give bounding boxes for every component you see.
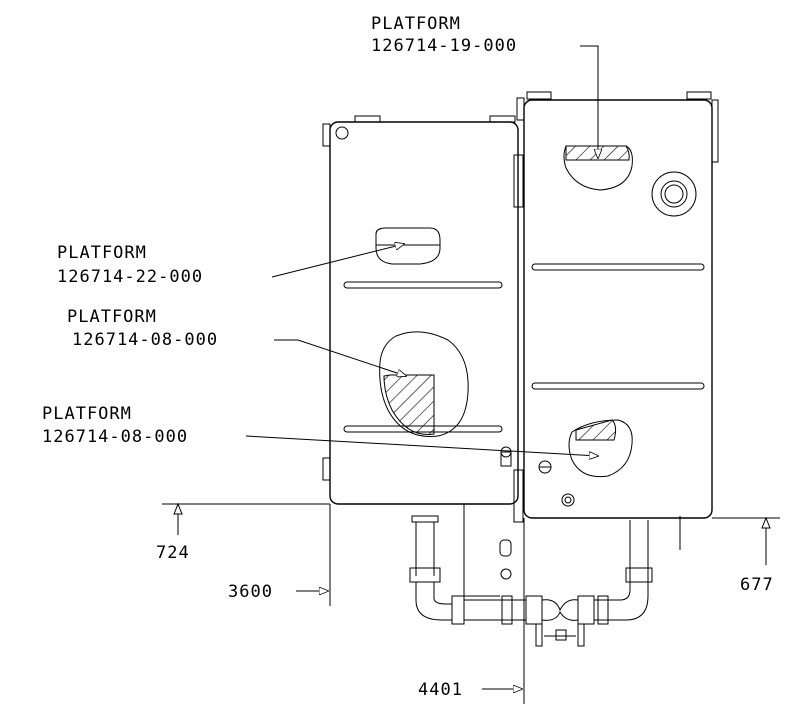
callout-leaders	[245, 45, 598, 456]
callout-platform-08-b: PLATFORM 126714-08-000	[42, 404, 188, 447]
callout-title: PLATFORM	[42, 404, 132, 424]
dimension-left-x: 3600	[228, 582, 273, 602]
dimension-left-elevation: 724	[156, 543, 190, 563]
dimension-bottom-x: 4401	[418, 680, 463, 700]
callout-title: PLATFORM	[57, 243, 147, 263]
callout-part-number: 126714-08-000	[42, 427, 188, 447]
left-tank	[322, 115, 519, 505]
right-tank	[513, 91, 719, 523]
callout-part-number: 126714-08-000	[72, 330, 218, 350]
piping	[409, 504, 681, 647]
callout-title: PLATFORM	[371, 14, 461, 34]
callout-platform-22: PLATFORM 126714-22-000	[57, 243, 203, 287]
dimension-right-elevation: 677	[740, 575, 774, 595]
callout-title: PLATFORM	[67, 307, 157, 327]
callout-part-number: 126714-19-000	[371, 36, 517, 56]
callout-platform-19: PLATFORM 126714-19-000	[371, 14, 517, 56]
callout-part-number: 126714-22-000	[57, 267, 203, 287]
dimension-lines	[162, 502, 780, 704]
callout-platform-08-a: PLATFORM 126714-08-000	[67, 307, 218, 350]
